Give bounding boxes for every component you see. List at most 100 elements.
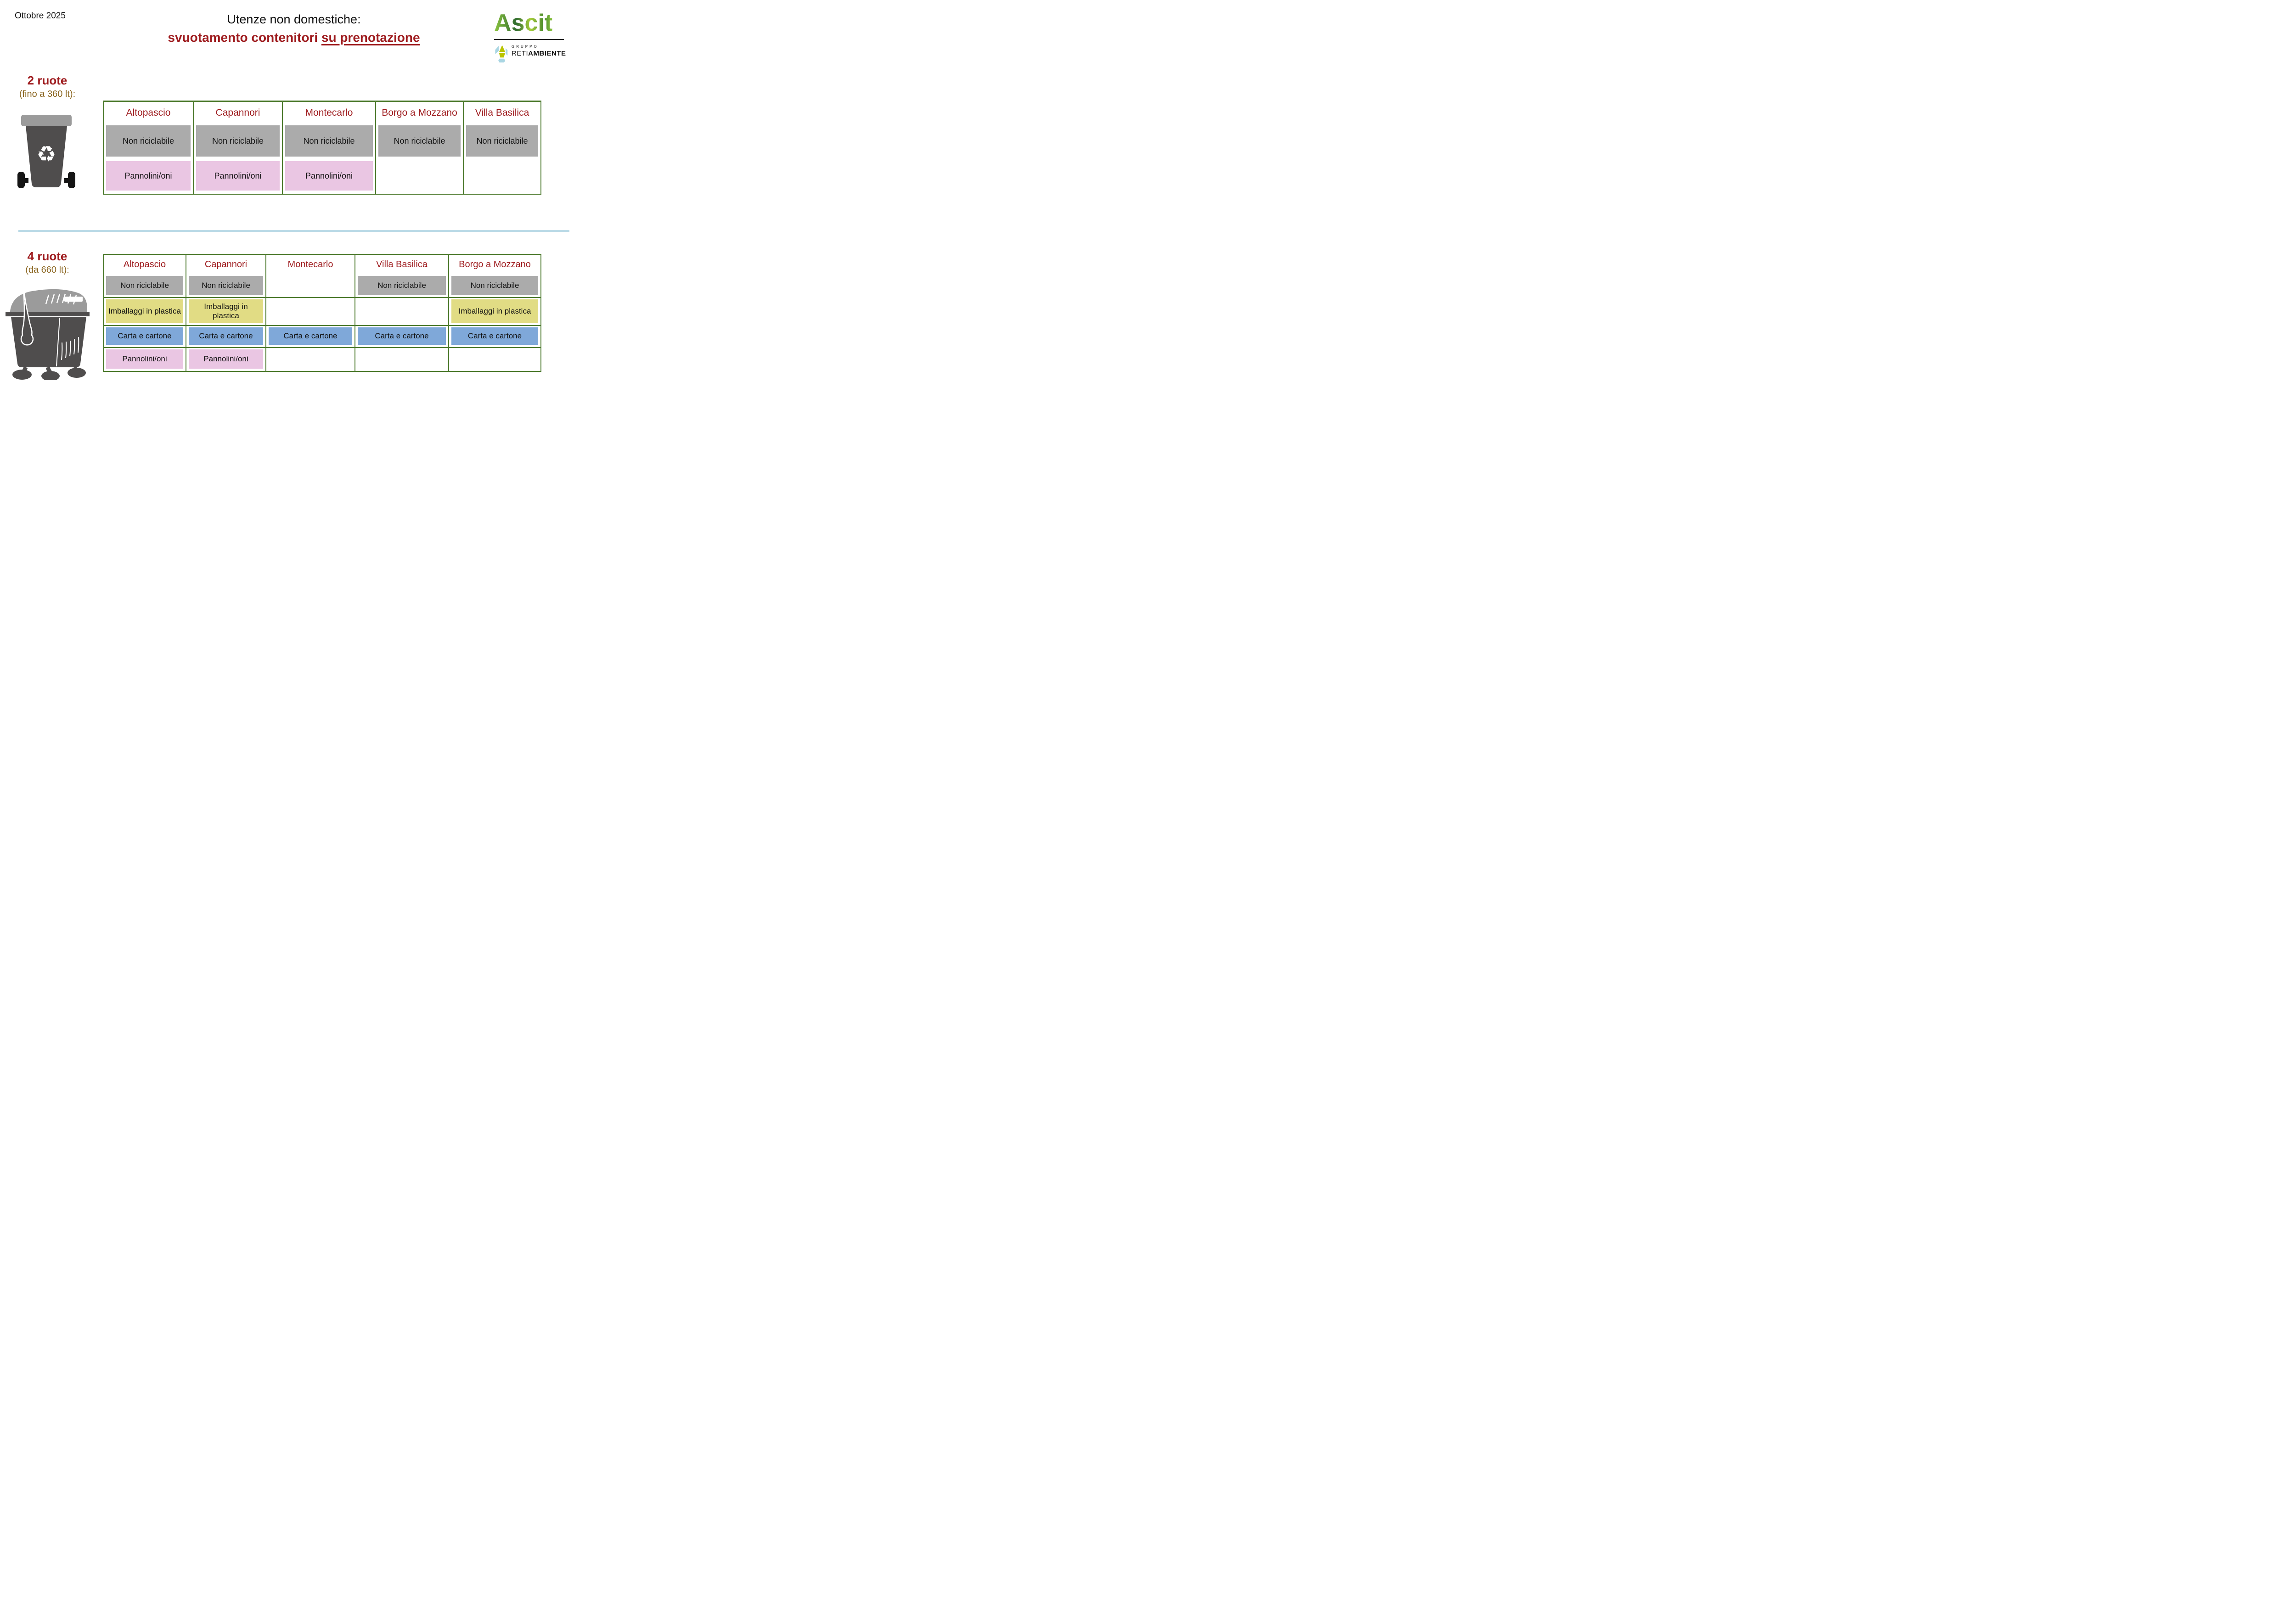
section-label-4-ruote: 4 ruote (da 660 lt): [8, 249, 86, 275]
waste-block-non-riciclabile: Non riciclabile [378, 125, 461, 157]
table-cell: Pannolini/oni [104, 160, 193, 194]
column-header: Capannori [204, 259, 248, 270]
section-title: 4 ruote [27, 249, 68, 263]
table-cell: Non riciclabile [355, 275, 448, 298]
table-cell: Imballaggi in plastica [186, 298, 265, 326]
column-header: Altopascio [123, 259, 166, 270]
table-cell [376, 160, 463, 194]
table-cell: Pannolini/oni [283, 160, 375, 194]
table-cell: Imballaggi in plastica [449, 298, 540, 326]
waste-block-carta-cartone: Carta e cartone [189, 327, 263, 345]
table-cell: Non riciclabile [104, 124, 193, 160]
infographic-page: Ottobre 2025 Utenze non domestiche: svuo… [0, 0, 574, 406]
table-cell [464, 160, 540, 194]
column-header: Altopascio [126, 107, 171, 118]
table-cell: Non riciclabile [464, 124, 540, 160]
table-cell: Pannolini/oni [104, 348, 186, 371]
table-cell [355, 348, 448, 371]
ascit-logo: Ascit GRUPPO RETIAMBIENTE [494, 10, 570, 63]
gruppo-label: GRUPPO [512, 45, 539, 49]
table-cell [266, 348, 355, 371]
table-cell: Non riciclabile [449, 275, 540, 298]
section-title: 2 ruote [27, 73, 68, 87]
waste-block-non-riciclabile: Non riciclabile [451, 276, 538, 295]
column-header: Capannori [215, 107, 260, 118]
waste-block-pannolini: Pannolini/oni [196, 161, 280, 191]
column-header: Borgo a Mozzano [459, 259, 531, 270]
table-cell [266, 275, 355, 298]
column-header: Montecarlo [305, 107, 353, 118]
waste-block-non-riciclabile: Non riciclabile [358, 276, 446, 295]
page-title-line2: svuotamento contenitori su prenotazione [152, 29, 436, 45]
ambiente-part: AMBIENTE [528, 50, 566, 57]
waste-block-imballaggi-plastica: Imballaggi in plastica [189, 299, 263, 323]
section-subtitle: (fino a 360 lt): [19, 89, 76, 99]
table-cell: Carta e cartone [355, 326, 448, 348]
waste-block-pannolini: Pannolini/oni [285, 161, 373, 191]
table-cell: Non riciclabile [104, 275, 186, 298]
table-cell: Non riciclabile [186, 275, 265, 298]
page-title-line1: Utenze non domestiche: [227, 12, 361, 26]
waste-block-imballaggi-plastica: Imballaggi in plastica [451, 299, 538, 323]
table-cell: Carta e cartone [104, 326, 186, 348]
waste-block-non-riciclabile: Non riciclabile [285, 125, 373, 157]
ascit-wordmark: Ascit [494, 10, 552, 36]
column-header: Borgo a Mozzano [382, 107, 457, 118]
table-cell [449, 348, 540, 371]
waste-block-imballaggi-plastica: Imballaggi in plastica [106, 299, 183, 323]
waste-block-pannolini: Pannolini/oni [189, 349, 263, 369]
page-title: Utenze non domestiche: svuotamento conte… [152, 12, 436, 45]
table-cell: Carta e cartone [186, 326, 265, 348]
ascit-brand-text: Ascit [494, 10, 552, 36]
table-cell: Carta e cartone [449, 326, 540, 348]
column-header: Villa Basilica [376, 259, 428, 270]
table-cell: Non riciclabile [194, 124, 282, 160]
section-label-2-ruote: 2 ruote (fino a 360 lt): [8, 73, 86, 100]
waste-block-carta-cartone: Carta e cartone [269, 327, 352, 345]
section-divider-line [18, 230, 569, 232]
column-header: Villa Basilica [475, 107, 529, 118]
waste-block-non-riciclabile: Non riciclabile [189, 276, 263, 295]
four-wheel-dumpster-icon [5, 283, 92, 382]
waste-block-carta-cartone: Carta e cartone [106, 327, 183, 345]
table-cell [266, 298, 355, 326]
reti-part: RETI [512, 50, 529, 57]
waste-block-carta-cartone: Carta e cartone [358, 327, 446, 345]
table-cell: Pannolini/oni [186, 348, 265, 371]
title-line2-emphasis: su prenotazione [321, 30, 420, 45]
section-subtitle: (da 660 lt): [25, 265, 69, 275]
date-label: Ottobre 2025 [15, 11, 66, 21]
retiambiente-logo-icon [495, 45, 508, 63]
table-cell [355, 298, 448, 326]
logo-divider-line [494, 39, 564, 40]
waste-block-pannolini: Pannolini/oni [106, 349, 183, 369]
waste-block-non-riciclabile: Non riciclabile [466, 125, 538, 157]
column-header: Montecarlo [287, 259, 333, 270]
retiambiente-label: RETIAMBIENTE [512, 50, 566, 57]
table-cell: Non riciclabile [376, 124, 463, 160]
table-cell: Non riciclabile [283, 124, 375, 160]
title-line2-prefix: svuotamento contenitori [168, 30, 321, 45]
two-wheel-bin-icon: ♻ [14, 109, 79, 194]
table-cell: Carta e cartone [266, 326, 355, 348]
table-cell: Imballaggi in plastica [104, 298, 186, 326]
waste-block-carta-cartone: Carta e cartone [451, 327, 538, 345]
waste-block-pannolini: Pannolini/oni [106, 161, 191, 191]
waste-block-non-riciclabile: Non riciclabile [196, 125, 280, 157]
waste-block-non-riciclabile: Non riciclabile [106, 276, 183, 295]
waste-block-non-riciclabile: Non riciclabile [106, 125, 191, 157]
recycle-icon: ♻ [36, 141, 56, 167]
table-cell: Pannolini/oni [194, 160, 282, 194]
